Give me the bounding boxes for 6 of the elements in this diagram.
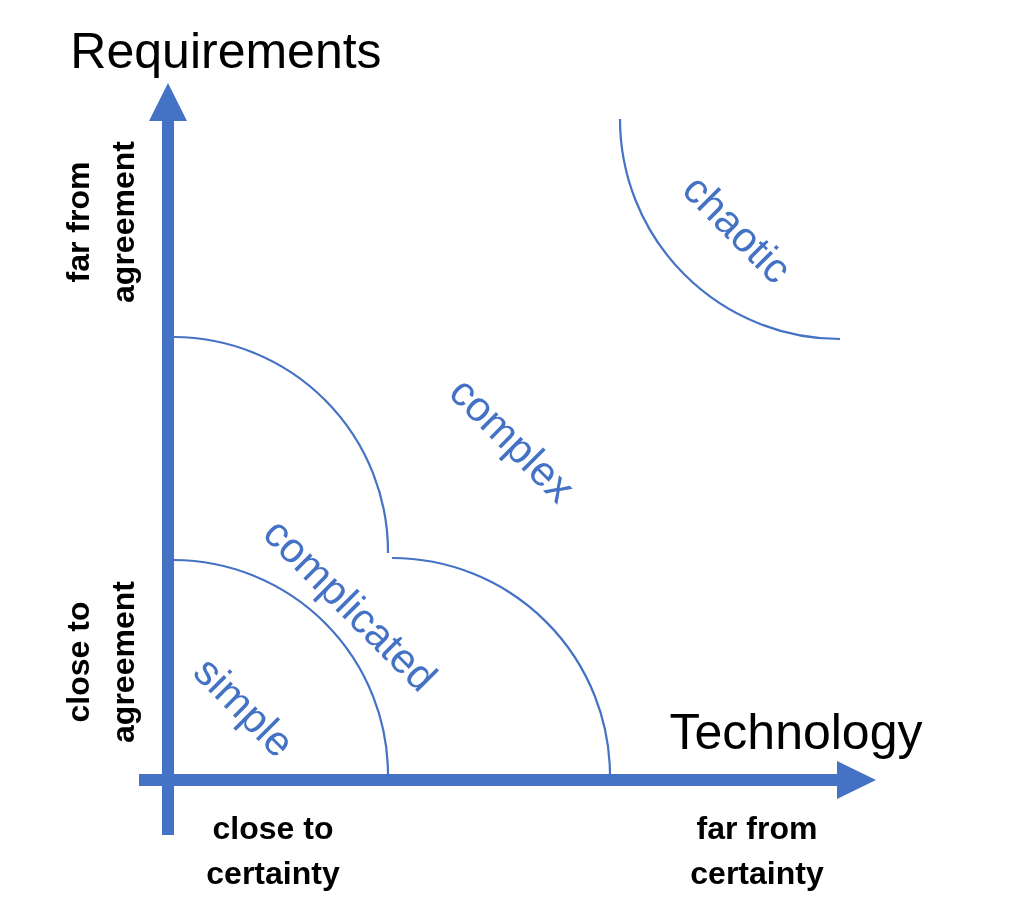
axis-end-label: close to agreement [59,581,142,743]
axis-title: Technology [669,704,923,762]
axis-end-label: far from certainty [690,809,824,893]
axis-title: Requirements [70,23,382,81]
axis-end-label: far from agreement [59,141,142,303]
axis-end-label: close to certainty [206,809,340,893]
